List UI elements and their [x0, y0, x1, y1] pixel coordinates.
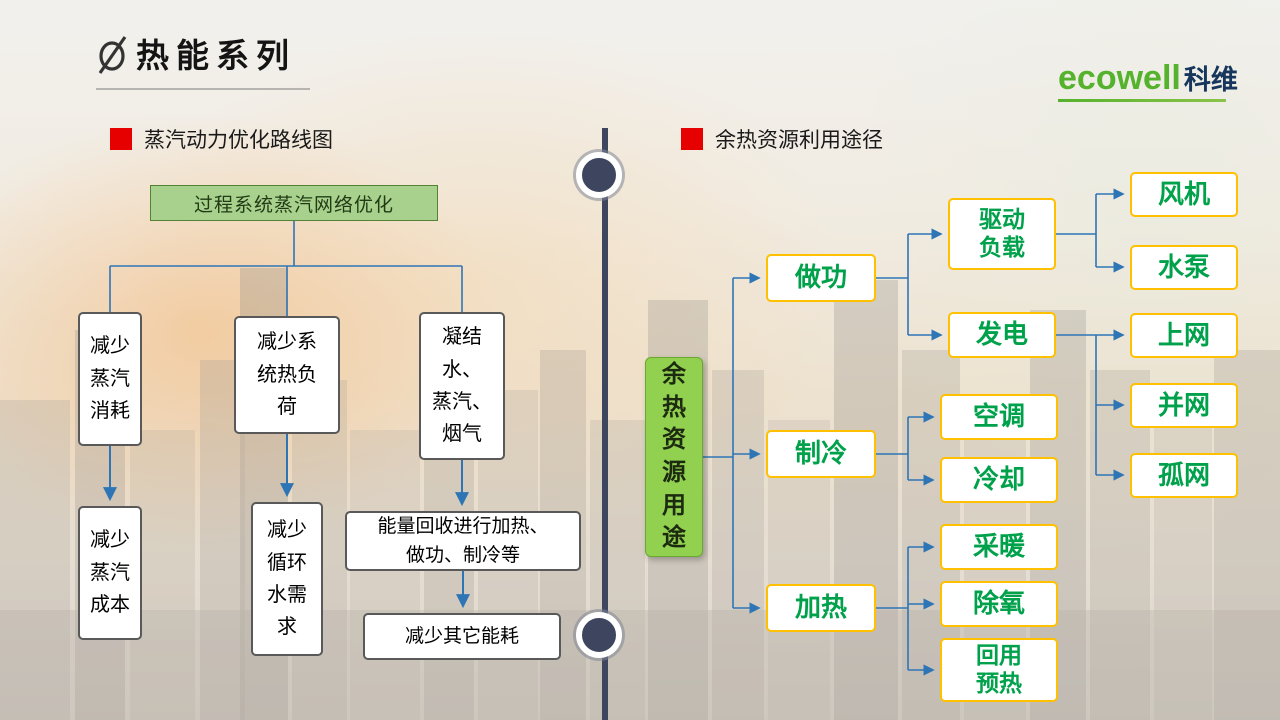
right-section-heading: 余热资源利用途径: [681, 124, 883, 154]
logo-cn-text: 科维: [1183, 65, 1238, 95]
left-heading-label: 蒸汽动力优化路线图: [144, 129, 333, 152]
node-reduce-steam-consumption: 减少 蒸汽 消耗: [78, 312, 142, 446]
node-waste-heat-resource-use: 余 热 资 源 用 途: [645, 357, 703, 557]
node-fan: 风机: [1130, 172, 1238, 217]
red-square-bullet: [681, 128, 703, 150]
node-reduce-other-energy: 减少其它能耗: [363, 613, 561, 660]
logo-underline: [1058, 99, 1226, 102]
page-title: 热能系列: [136, 37, 296, 74]
node-reuse-preheat: 回用 预热: [940, 638, 1058, 702]
node-heating: 加热: [766, 584, 876, 632]
node-drive-load: 驱动 负载: [948, 198, 1056, 270]
left-section-heading: 蒸汽动力优化路线图: [110, 124, 333, 154]
divider-node-top: [576, 152, 622, 198]
node-deoxygenation: 除氧: [940, 581, 1058, 627]
node-work: 做功: [766, 254, 876, 302]
title-underline: [96, 88, 310, 90]
node-steam-network-optimization: 过程系统蒸汽网络优化: [150, 185, 438, 221]
logo-brand-text: ecowell: [1058, 59, 1181, 97]
center-divider-line: [602, 128, 608, 720]
red-square-bullet: [110, 128, 132, 150]
node-air-conditioning: 空调: [940, 394, 1058, 440]
node-cooling: 制冷: [766, 430, 876, 478]
divider-node-bottom: [576, 612, 622, 658]
right-heading-label: 余热资源利用途径: [715, 129, 883, 152]
node-condensate-steam-fluegas: 凝结 水、 蒸汽、 烟气: [419, 312, 505, 460]
node-reduce-cooling-water-demand: 减少 循环 水需 求: [251, 502, 323, 656]
node-grid-connected: 并网: [1130, 383, 1238, 428]
node-cooling-use: 冷却: [940, 457, 1058, 503]
node-energy-recovery: 能量回收进行加热、 做功、制冷等: [345, 511, 581, 571]
node-space-heating: 采暖: [940, 524, 1058, 570]
node-reduce-steam-cost: 减少 蒸汽 成本: [78, 506, 142, 640]
node-isolated-grid: 孤网: [1130, 453, 1238, 498]
node-water-pump: 水泵: [1130, 245, 1238, 290]
node-power-generation: 发电: [948, 312, 1056, 358]
node-grid-feed: 上网: [1130, 313, 1238, 358]
node-reduce-system-heat-load: 减少系 统热负 荷: [234, 316, 340, 434]
slash-circle-icon: [98, 36, 127, 74]
